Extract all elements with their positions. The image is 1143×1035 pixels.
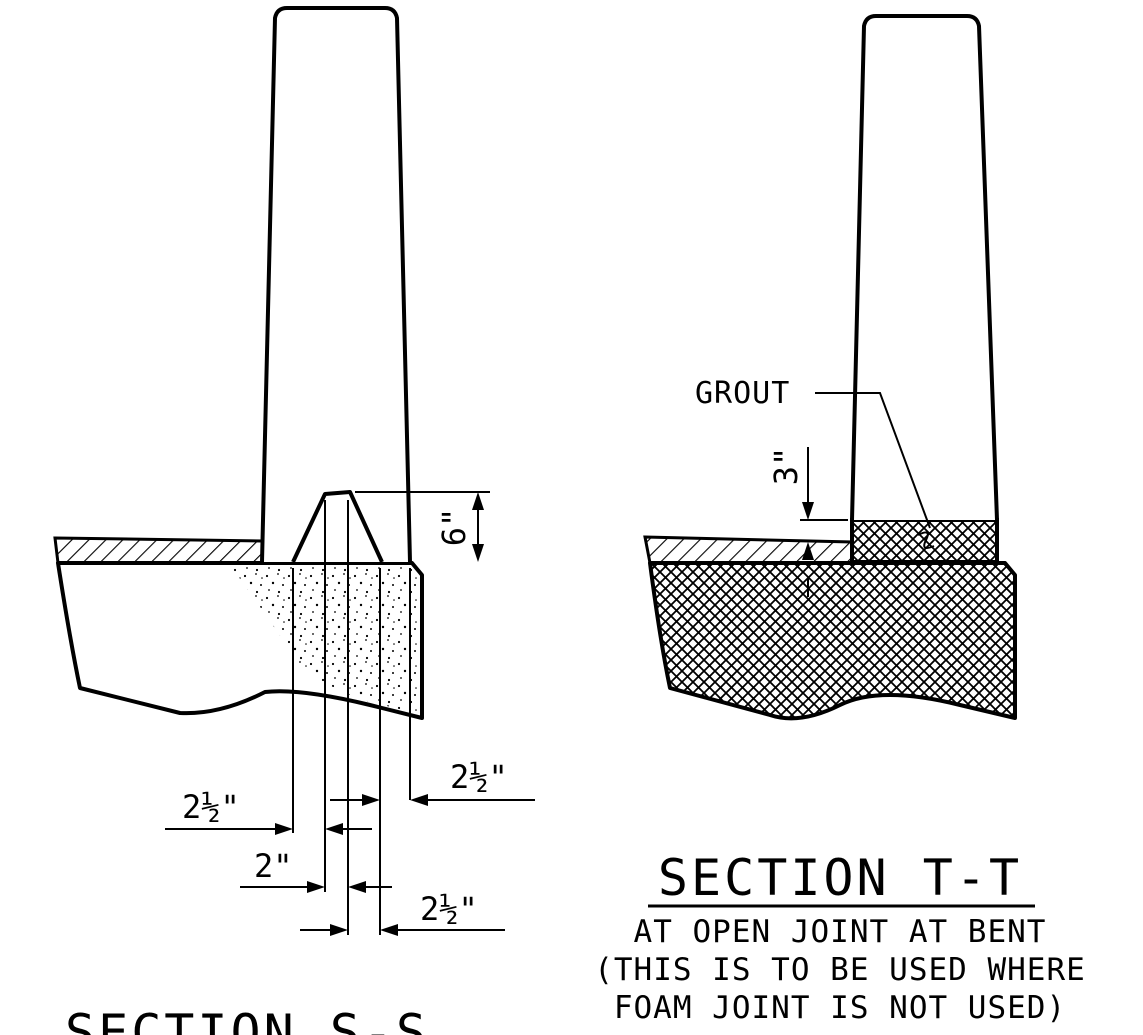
arrow-bottom-left [330,924,348,936]
dim-right-top-label: 2½" [450,758,508,796]
grout-leader [815,392,931,529]
slab-hatch-s [53,536,264,565]
arrow-right-top [410,794,428,806]
dim-left-outer-label: 2½" [182,788,240,826]
shear-key [291,490,384,563]
arrow-6in-bottom [472,544,484,562]
arrow-2in-right [348,881,366,893]
grout-break-squiggle [917,531,935,549]
barrier-s [260,6,412,563]
section-t-subtitle-3: FOAM JOINT IS NOT USED) [614,990,1066,1026]
arrow-bottom-right [380,924,398,936]
section-t-subtitle-1: AT OPEN JOINT AT BENT [634,914,1047,950]
slab-hatch-t [643,535,854,565]
barrier-t [850,14,999,521]
arrow-inner-mid [325,823,343,835]
section-t-t: GROUT 3" SECTION T-T AT OPEN JOINT AT BE… [594,14,1086,1026]
dim-6in-label: 6" [435,508,473,547]
arrow-inner-top [362,794,380,806]
section-t-subtitle-2: (THIS IS TO BE USED WHERE [594,952,1086,988]
dim-right-bottom-label: 2½" [420,890,478,928]
arrow-6in-top [472,492,484,510]
section-t-title: SECTION T-T [658,849,1022,907]
arrow-3in-up [802,542,814,560]
arrow-left-outer [275,823,293,835]
section-s-title: SECTION S-S [65,1004,429,1035]
section-s-s: 6" 2½" 2" 2½" 2½" SECTION S-S [53,6,535,1035]
deck-body-t [648,561,1017,721]
dim-3in-label: 3" [767,447,805,486]
arrow-3in-down [802,502,814,520]
arrow-2in [307,881,325,893]
dim-2in-label: 2" [254,847,293,885]
grout-label: GROUT [695,376,790,411]
